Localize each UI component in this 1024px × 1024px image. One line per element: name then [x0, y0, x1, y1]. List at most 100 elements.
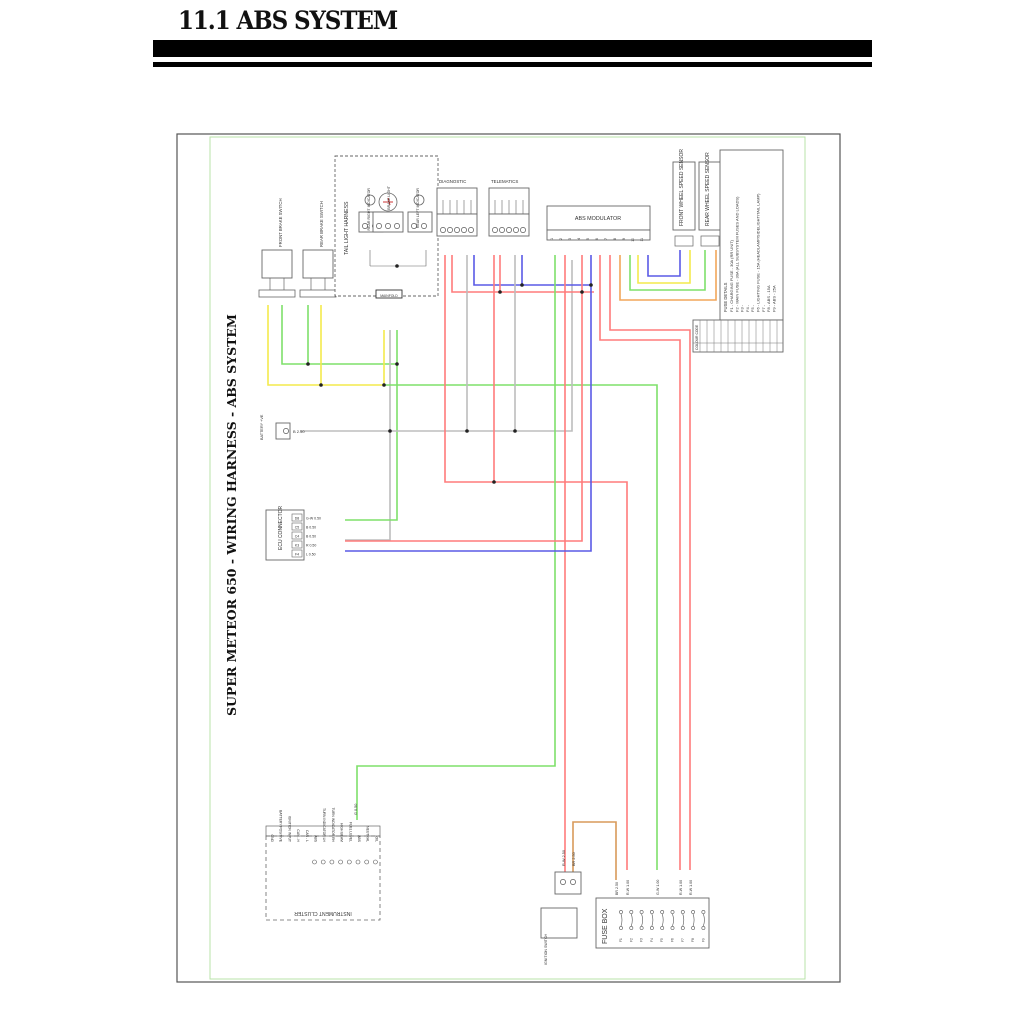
title-rule-thin	[153, 62, 872, 67]
fuse-slot-label: F8	[691, 938, 695, 942]
fuse-details-box	[719, 149, 784, 321]
instrument-cluster-pin-label: FUEL LEVEL	[348, 822, 352, 842]
instrument-cluster-pin-label: BATTERY POSITIVE	[279, 810, 283, 843]
rear-right-indicator-label: REAR RIGHT INDICATOR	[367, 188, 371, 231]
title-rule-thick	[153, 40, 872, 57]
front-brake-switch-connector	[258, 289, 296, 298]
instrument-cluster-label: INSTRUMENT CLUSTER	[294, 910, 352, 916]
fuse-terminal-icon	[639, 926, 644, 930]
fuse-detail-line: F8 - ABS - 15A	[766, 285, 771, 312]
instrument-cluster-pin-label: OIL	[374, 837, 378, 843]
fuse-link-icon	[703, 913, 705, 927]
tail-internal-wire	[370, 250, 427, 267]
instrument-cluster-pin-label: IGNITION INPUT	[287, 816, 291, 842]
indicator-lamp-icon	[338, 859, 343, 865]
battery-wire-label: B 2.50	[293, 429, 305, 434]
indicator-lamp-icon	[355, 859, 361, 865]
fuse-slot-label: F2	[629, 938, 633, 942]
fuse-slot-label: F4	[650, 938, 654, 942]
telematics-pin-icon	[492, 227, 498, 233]
fuse-slot-label: F3	[640, 938, 644, 942]
abs-modulator-pin-label: 10	[631, 238, 635, 242]
fuse-terminal-icon	[650, 910, 654, 914]
fuse-terminal-icon	[670, 926, 675, 930]
instrument-cluster-pin-label: ABS	[357, 835, 361, 843]
ecu-wire-label: L 0.50	[306, 553, 316, 557]
diagnostic-pin-icon	[454, 227, 460, 233]
fuse-terminal-icon	[680, 926, 685, 930]
fuse-terminal-icon	[691, 926, 696, 930]
fuse-terminal-icon	[701, 910, 706, 914]
fuse-slot-label: F6	[671, 938, 675, 942]
front-wheel-speed-sensor-label: FRONT WHEEL SPEED SENSOR	[679, 149, 685, 226]
telematics-pin-icon	[499, 227, 505, 233]
fuse-details-heading: FUSE DETAILS	[723, 282, 728, 312]
diagnostic-label: DIAGNOSTIC	[439, 179, 466, 184]
ecu-connector-label: ECU CONNECTOR	[278, 506, 284, 550]
telematics-pin-icon	[513, 227, 519, 233]
abs-modulator-pin-label: 9	[622, 238, 626, 240]
wire-diag-rw	[444, 255, 628, 870]
ecu-pin	[291, 522, 303, 531]
junction-dot	[498, 290, 502, 294]
ignition-connector	[554, 871, 582, 895]
inner-frame	[209, 136, 806, 980]
fuse-detail-line: F5 -	[750, 304, 755, 312]
ecu-pin	[291, 540, 303, 549]
junction-dot	[395, 362, 399, 366]
abs-modulator-pin-label: 6	[595, 238, 599, 240]
fuse-box-label: FUSE BOX	[602, 908, 609, 944]
indicator-lamp-icon	[312, 859, 317, 865]
brake-light-label: BRAKE LIGHT	[387, 185, 391, 210]
pin-icon	[376, 223, 382, 229]
pin-icon	[385, 223, 391, 229]
rear-brake-switch-body	[302, 249, 334, 279]
fuse-link-icon	[651, 913, 654, 927]
fuse-terminal-icon	[701, 926, 706, 930]
fuse-terminal-icon	[629, 926, 634, 930]
junction-dot	[382, 383, 386, 387]
indicator-lamp-icon	[364, 859, 370, 865]
colour-code-heading: COLOUR CODE	[695, 324, 699, 350]
junction-dot	[492, 480, 496, 484]
abs-modulator-pin-label: 7	[604, 238, 608, 240]
fuse-terminal-icon	[619, 910, 623, 914]
wire-diag-l	[473, 255, 591, 286]
wire-gw-to-fuse	[384, 384, 658, 870]
indicator-lamp-icon	[346, 859, 352, 865]
abs-modulator-pin-label: 1	[550, 238, 554, 240]
junction-dot	[580, 290, 584, 294]
ecu-pin	[291, 549, 303, 558]
rear-brake-switch-label: REAR BRAKE SWITCH	[319, 201, 324, 247]
junction-dot	[319, 383, 323, 387]
abs-modulator-pin-label: 11	[640, 238, 644, 242]
fuse-link-icon	[661, 913, 664, 927]
pin-icon	[421, 223, 427, 229]
junction-dot	[589, 283, 593, 287]
diagram-title: SUPER METEOR 650 - WIRING HARNESS - ABS …	[224, 314, 239, 716]
indicator-lamp-icon	[373, 859, 378, 865]
junctions-layer	[306, 264, 593, 484]
diagnostic-pin-icon	[461, 227, 467, 233]
wire-abs-rw-fuse2	[609, 255, 691, 870]
abs-modulator-pin-label: 2	[559, 238, 563, 240]
fuse-detail-line: F6 - LIGHTING FUSE - 15A (HEADLAMP/SIDEL…	[756, 193, 761, 312]
abs-modulator-pin-label: 8	[613, 238, 617, 240]
telematics-pin-icon	[506, 227, 512, 233]
ecu-wire-label: B 0.50	[306, 535, 316, 539]
ignition-wire-label: BR 2.50	[572, 852, 576, 866]
ignition-pin-icon	[570, 879, 576, 885]
ecu-wire-label: B 0.50	[306, 526, 316, 530]
ecu-pin-label: C4	[295, 535, 300, 539]
ecu-wire-label: R 0.50	[306, 544, 316, 548]
fuse-terminal-icon	[629, 910, 634, 914]
wire-front-sensor-l	[647, 250, 681, 277]
pin-icon	[411, 223, 417, 229]
tail-socket	[407, 211, 433, 233]
fuse-detail-line: F3 -	[740, 304, 745, 312]
rear-brake-switch-connector	[299, 289, 337, 298]
ecu-pin-label: K3	[295, 544, 299, 548]
ignition-pin-icon	[560, 879, 566, 885]
junction-dot	[395, 264, 399, 268]
junction-dot	[306, 362, 310, 366]
